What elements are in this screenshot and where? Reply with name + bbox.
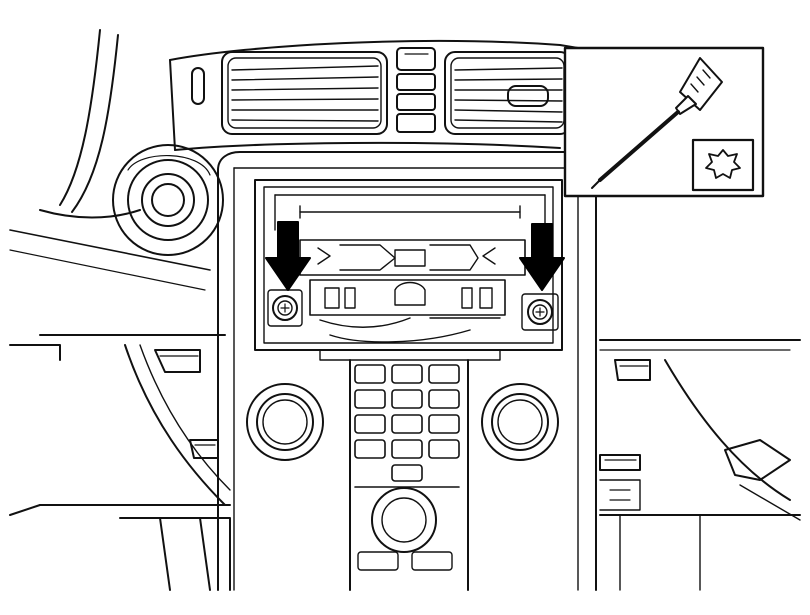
left-screw [267,289,303,327]
right-control-knob [481,383,559,461]
vent-button-2 [396,73,436,91]
right-dash-panel [599,339,801,591]
control-knobs [246,383,559,461]
center-air-vents [169,39,591,151]
head-unit-mechanism [299,239,526,343]
lower-center-knob [357,487,453,571]
center-stack-buttons [354,364,460,488]
vent-button-3 [396,93,436,111]
head-unit-screws [267,289,559,331]
center-stack [217,151,597,591]
right-screw [521,293,559,331]
right-arrow-down [519,223,565,291]
left-control-knob [246,383,324,461]
vent-button-1 [396,47,436,71]
screwdriver-icon [591,57,723,189]
left-dash-panel [9,29,231,591]
left-arrow-down [265,221,311,291]
vent-button-4 [396,113,436,133]
left-round-vent [112,144,224,256]
center-console-lower [319,349,501,591]
torx-bit-icon [691,138,755,192]
tool-callout [563,46,765,198]
removal-arrows [265,221,565,291]
